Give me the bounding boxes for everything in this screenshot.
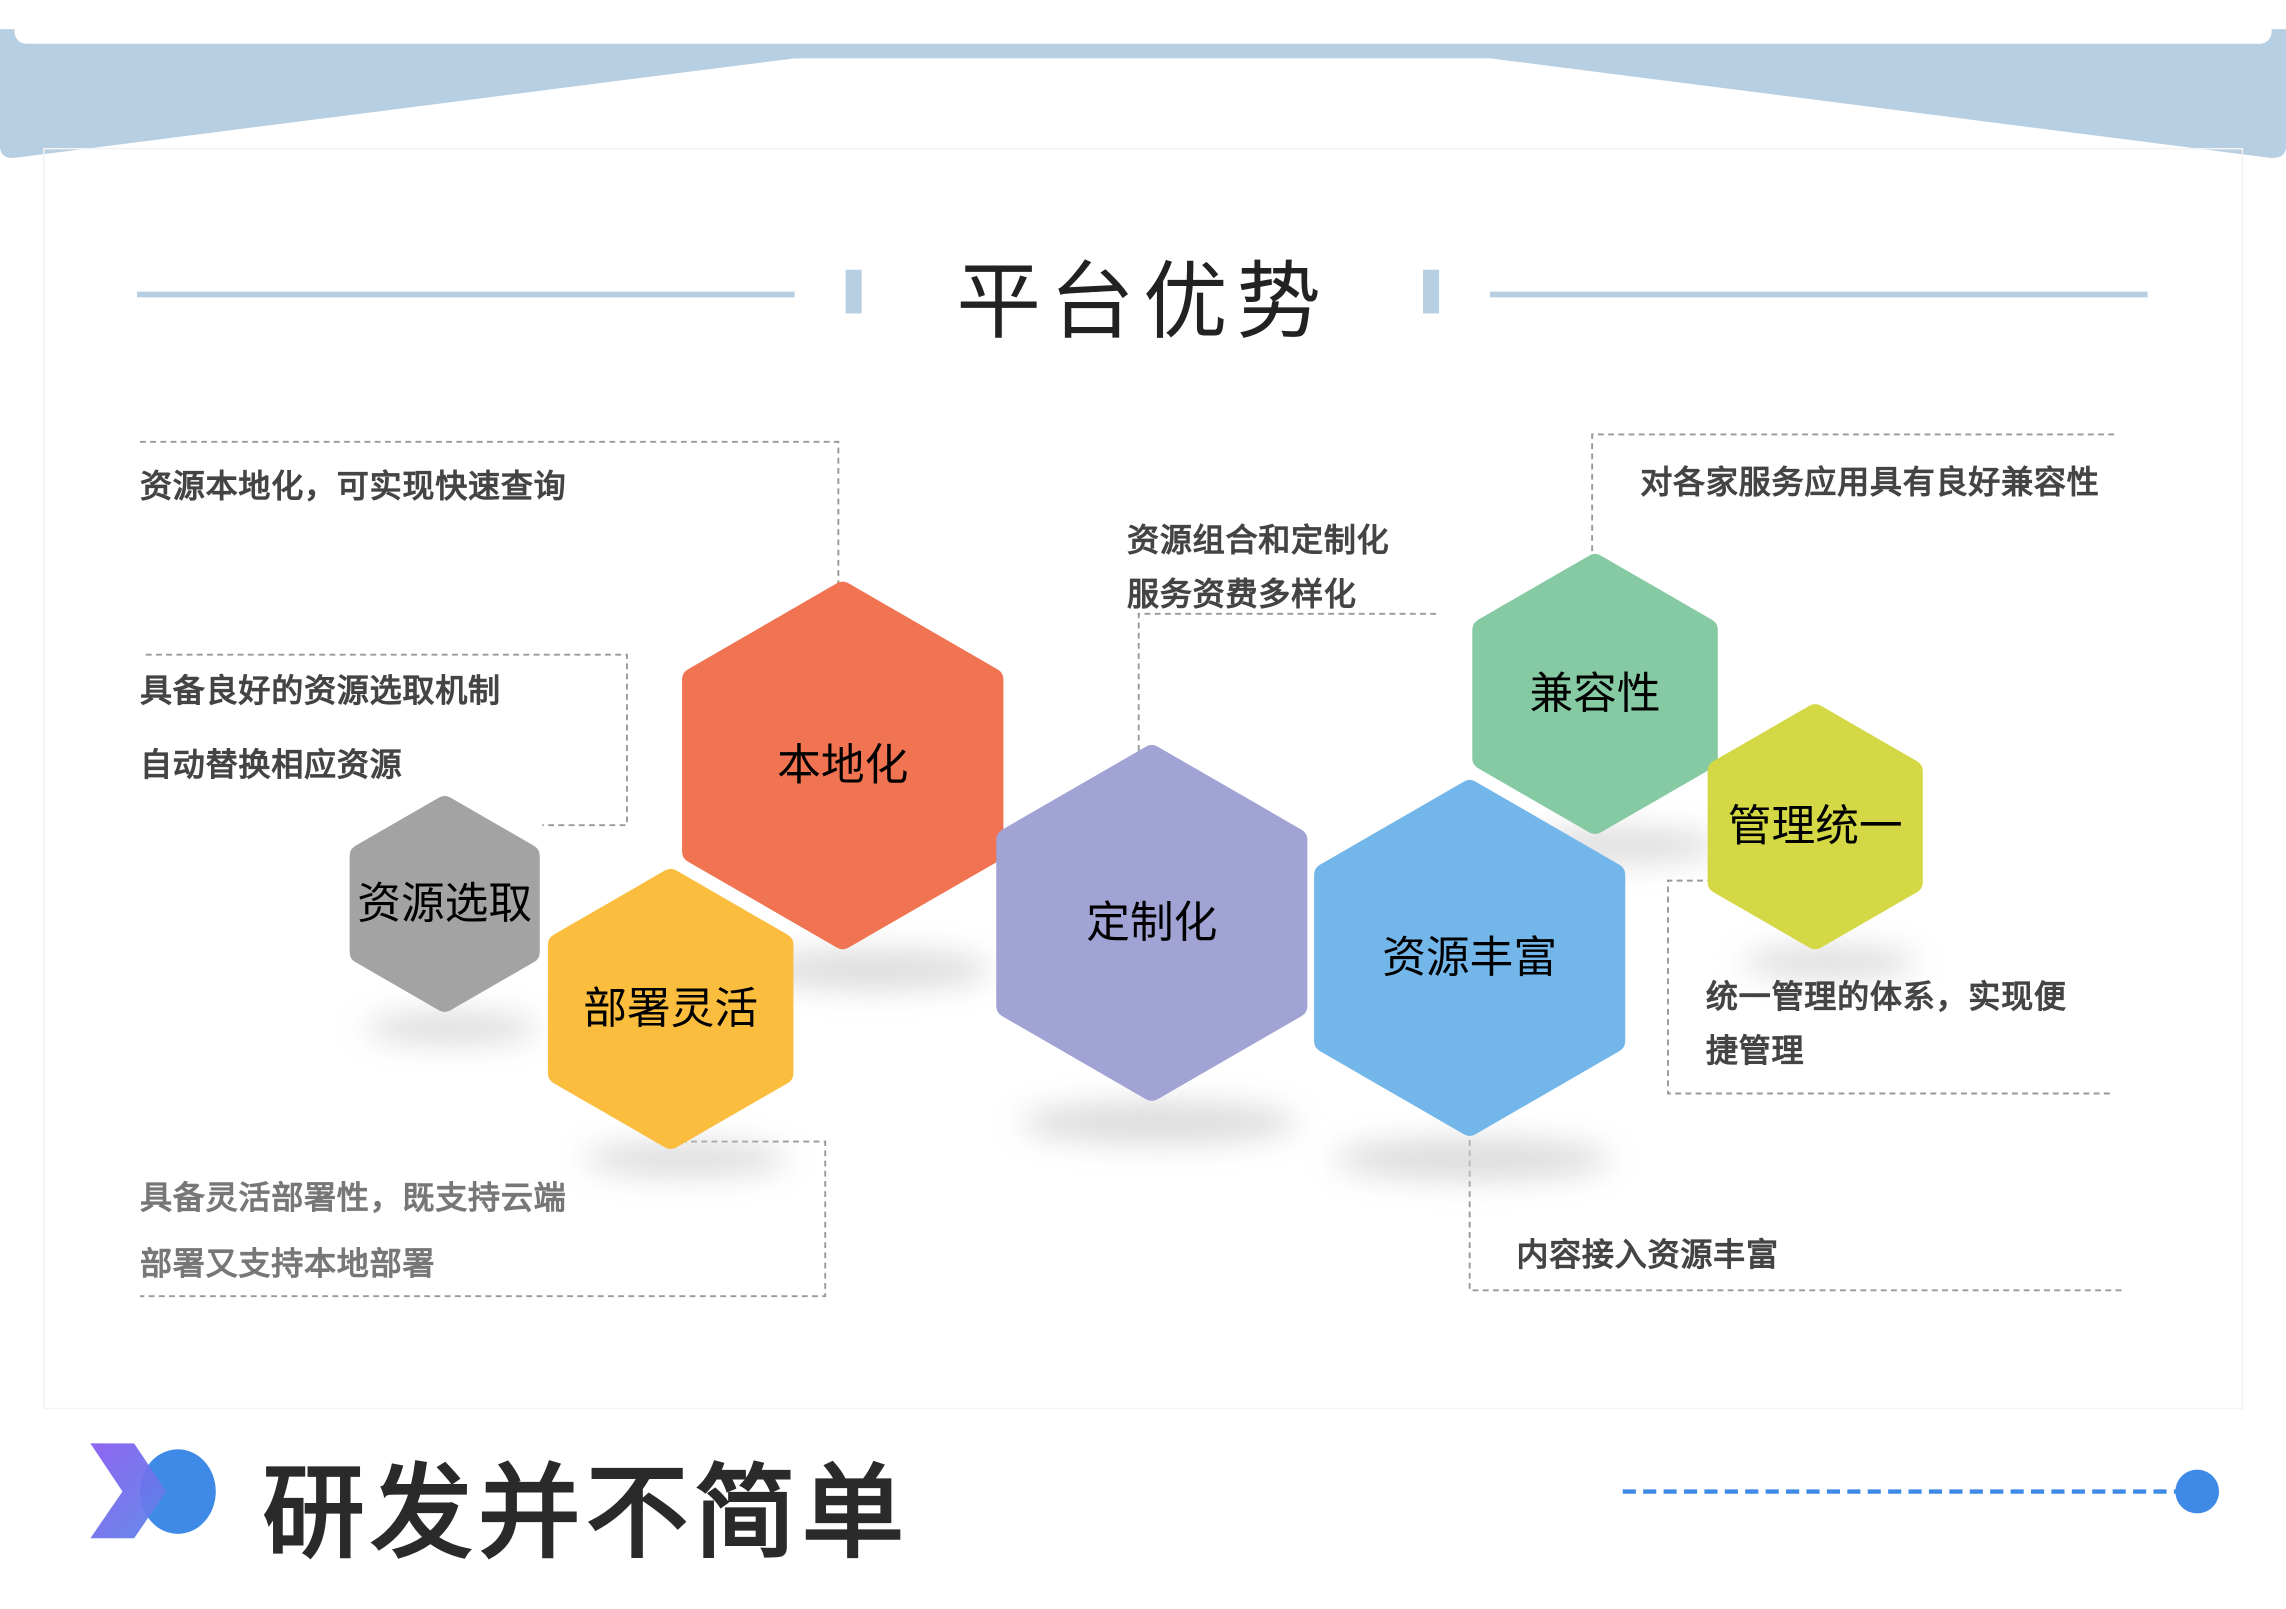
desc-management-2: 捷管理 <box>1705 1033 1805 1071</box>
desc-resources: 内容接入资源丰富 <box>1516 1237 1779 1275</box>
hex-flexible-deployment: 部署灵活 <box>547 868 794 1149</box>
hexagon-shape <box>996 745 1308 1101</box>
content-card <box>43 147 2244 1410</box>
hexagon-shape <box>1707 704 1923 950</box>
connector-lines <box>139 433 2126 1298</box>
desc-customization-1: 资源组合和定制化 <box>1127 523 1390 560</box>
hexagon-shape <box>1314 780 1626 1136</box>
desc-selection-1: 具备良好的资源选取机制 <box>139 673 501 711</box>
hexagon-shape <box>547 868 794 1149</box>
section-dot <box>2175 1469 2220 1514</box>
hexagon-shape <box>1472 554 1718 834</box>
desc-selection-2: 自动替换相应资源 <box>139 747 403 785</box>
hex-resource-selection: 资源选取 <box>349 796 540 1012</box>
hex-unified-management: 管理统一 <box>1707 704 1923 950</box>
section-title: 研发并不简单 <box>262 1453 910 1574</box>
hexagon-shape <box>682 581 1004 950</box>
title-tick-right <box>1423 269 1440 314</box>
hexagon-label: 资源丰富 <box>1382 932 1557 983</box>
hexagon-label: 资源选取 <box>357 878 532 929</box>
hexagon-label: 兼容性 <box>1529 669 1660 720</box>
top-banner <box>0 29 2286 158</box>
section-logo-icon <box>90 1443 216 1539</box>
title-tick-left <box>845 269 862 314</box>
hexagon-label: 本地化 <box>777 740 908 791</box>
hex-compatibility: 兼容性 <box>1472 554 1718 834</box>
hexagon-label: 管理统一 <box>1728 801 1903 852</box>
desc-compatibility: 对各家服务应用具有良好兼容性 <box>1640 465 2100 502</box>
top-card <box>14 0 2272 44</box>
desc-customization-2: 服务资费多样化 <box>1127 577 1357 614</box>
hexagon-label: 定制化 <box>1086 897 1217 948</box>
hex-customization: 定制化 <box>996 745 1308 1101</box>
desc-localization: 资源本地化，可实现快速查询 <box>139 469 567 506</box>
desc-deployment-1: 具备灵活部署性，既支持云端 <box>139 1180 567 1218</box>
hexagon-label: 部署灵活 <box>583 983 758 1034</box>
hexagon-shape <box>349 796 540 1012</box>
hex-localization: 本地化 <box>682 581 1004 950</box>
page-title: 平台优势 <box>956 252 1330 352</box>
hex-rich-resources: 资源丰富 <box>1314 780 1626 1136</box>
desc-deployment-2: 部署又支持本地部署 <box>139 1246 436 1284</box>
desc-management-1: 统一管理的体系，实现便 <box>1705 979 2067 1017</box>
